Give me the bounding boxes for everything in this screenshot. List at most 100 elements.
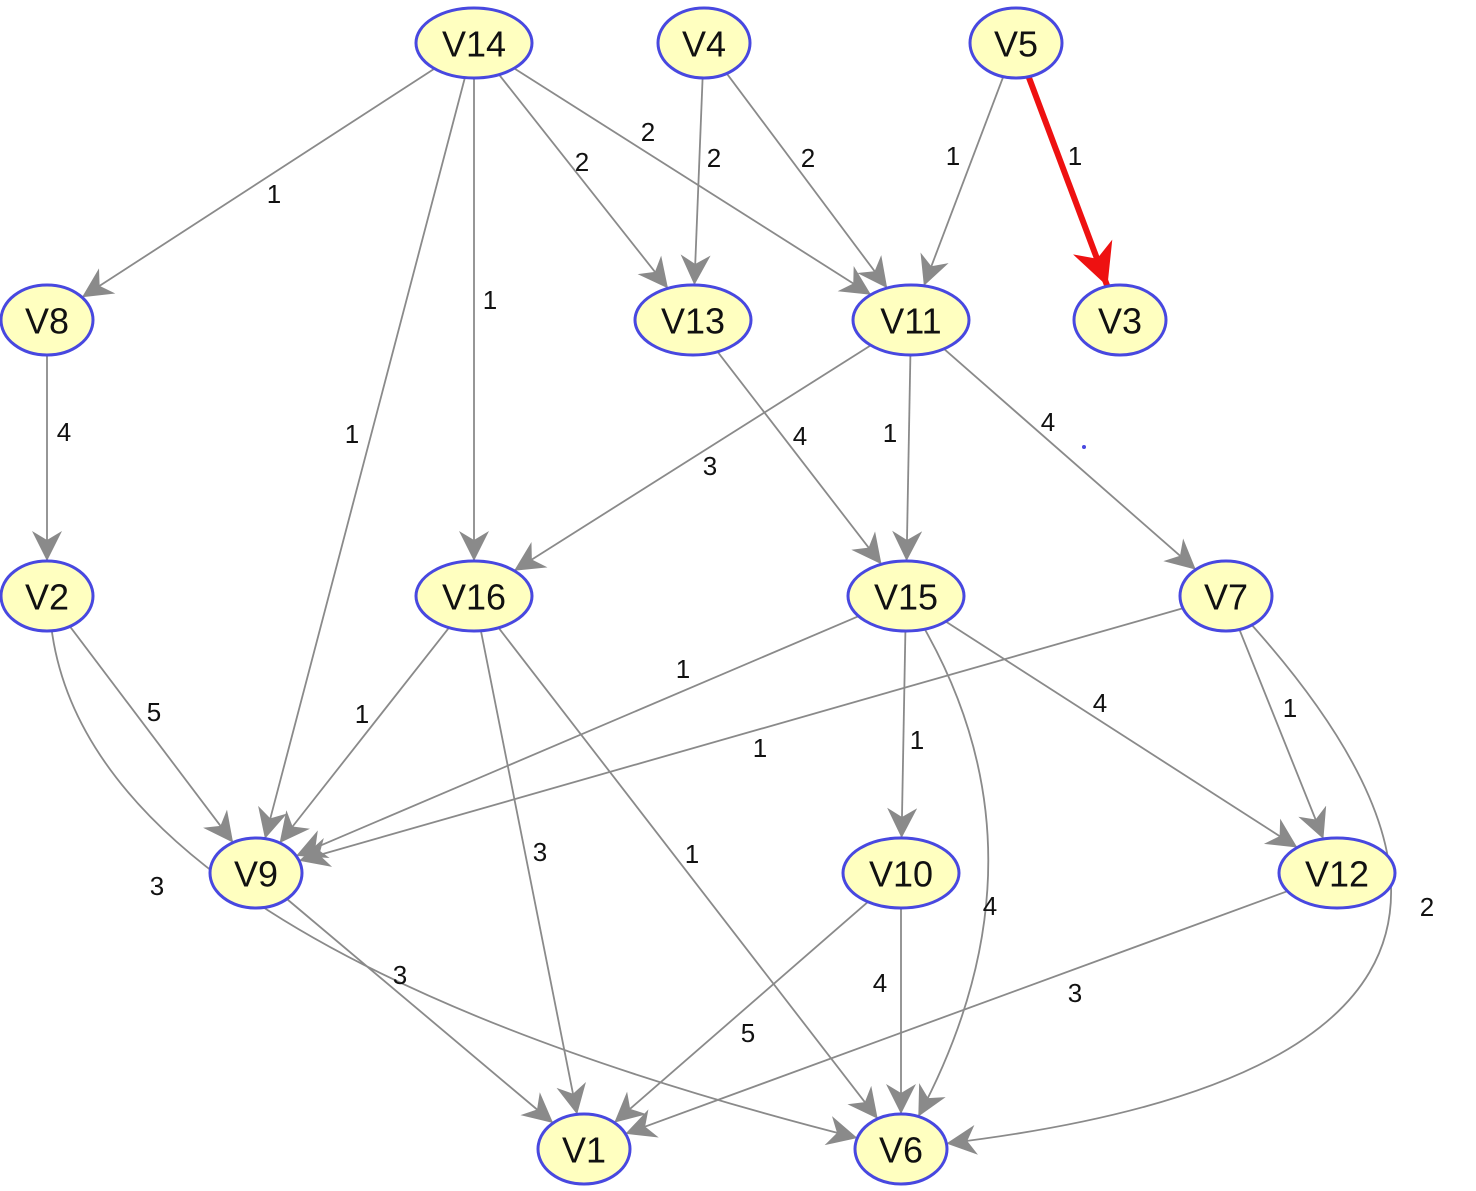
node-v12[interactable]: V12 [1277, 836, 1397, 910]
node-v8[interactable]: V8 [0, 283, 95, 357]
node-label: V16 [442, 577, 506, 618]
node-label: V6 [879, 1130, 923, 1171]
node-ellipse [1072, 283, 1168, 357]
edges-layer [32, 67, 1392, 1155]
edge-v11-v16 [513, 344, 872, 572]
edge-weight-label: 1 [685, 839, 699, 869]
stray-dot [1082, 445, 1086, 449]
edge-v7-v12 [1238, 629, 1327, 840]
edge-weight-label: 3 [703, 451, 717, 481]
node-ellipse [851, 283, 971, 357]
node-v2[interactable]: V2 [0, 559, 95, 633]
edge-v5-v3 [1025, 75, 1113, 288]
edge-v16-v9 [278, 627, 450, 844]
edge-v15-v9 [295, 615, 859, 858]
node-v3[interactable]: V3 [1072, 283, 1168, 357]
node-v6[interactable]: V6 [853, 1112, 949, 1186]
node-label: V1 [562, 1130, 606, 1171]
edge-weight-label: 2 [641, 117, 655, 147]
edge-weight-label: 4 [1093, 688, 1107, 718]
edge-weight-label: 4 [793, 421, 807, 451]
node-ellipse [536, 1112, 632, 1186]
node-v1[interactable]: V1 [536, 1112, 632, 1186]
edge-v9-v1 [286, 898, 554, 1124]
edge-v14-v13 [498, 74, 669, 289]
edge-v10-v1 [613, 901, 869, 1124]
node-v15[interactable]: V15 [846, 559, 966, 633]
node-ellipse [1277, 836, 1397, 910]
node-v9[interactable]: V9 [208, 836, 304, 910]
node-label: V12 [1305, 854, 1369, 895]
node-v13[interactable]: V13 [633, 283, 753, 357]
edge-v15-v6 [917, 628, 990, 1118]
edge-v4-v11 [725, 72, 888, 289]
edge-weight-label: 1 [1283, 693, 1297, 723]
node-v14[interactable]: V14 [414, 6, 534, 80]
node-label: V8 [25, 301, 69, 342]
edge-weight-label: 1 [345, 419, 359, 449]
node-ellipse [208, 836, 304, 910]
edge-weight-label: 4 [57, 417, 71, 447]
node-label: V10 [869, 854, 933, 895]
node-label: V11 [880, 301, 941, 342]
edge-v14-v8 [81, 67, 435, 299]
edge-weight-label: 1 [910, 725, 924, 755]
node-ellipse [633, 283, 753, 357]
node-label: V9 [234, 854, 278, 895]
edge-weight-label: 4 [1041, 407, 1055, 437]
node-v10[interactable]: V10 [841, 836, 961, 910]
edge-weight-label: 5 [741, 1018, 755, 1048]
edge-weight-label: 3 [533, 837, 547, 867]
node-v7[interactable]: V7 [1178, 559, 1274, 633]
edge-v15-v10 [887, 630, 918, 839]
edge-v14-v11 [513, 67, 872, 296]
edge-weight-label: 1 [483, 285, 497, 315]
edge-weight-label: 1 [753, 733, 767, 763]
node-label: V7 [1204, 577, 1248, 618]
node-ellipse [1178, 559, 1274, 633]
edge-weight-label: 1 [355, 699, 369, 729]
node-label: V3 [1098, 301, 1142, 342]
edge-v7-v9 [298, 607, 1184, 867]
node-label: V5 [994, 24, 1038, 65]
edge-v2-v6 [50, 630, 858, 1146]
node-label: V15 [874, 577, 938, 618]
edge-weight-label: 1 [1068, 141, 1082, 171]
edge-v2-v9 [69, 625, 234, 844]
edge-weight-label: 2 [707, 143, 721, 173]
node-ellipse [656, 6, 752, 80]
edge-weight-label: 2 [801, 143, 815, 173]
node-label: V13 [661, 301, 725, 342]
edge-v16-v1 [480, 630, 586, 1115]
node-v11[interactable]: V11 [851, 283, 971, 357]
node-ellipse [414, 559, 534, 633]
node-v4[interactable]: V4 [656, 6, 752, 80]
node-v5[interactable]: V5 [968, 6, 1064, 80]
node-ellipse [968, 6, 1064, 80]
node-ellipse [853, 1112, 949, 1186]
node-v16[interactable]: V16 [414, 559, 534, 633]
edge-v16-v6 [497, 627, 879, 1120]
edge-v7-v6 [946, 624, 1392, 1155]
edge-v11-v7 [943, 348, 1197, 571]
edge-weight-label: 5 [147, 697, 161, 727]
edge-weight-label: 4 [983, 891, 997, 921]
edge-v12-v1 [625, 890, 1288, 1138]
node-ellipse [841, 836, 961, 910]
node-ellipse [0, 559, 95, 633]
node-label: V4 [682, 24, 726, 65]
edge-weight-label: 3 [150, 871, 164, 901]
node-ellipse [846, 559, 966, 633]
edge-weight-label: 1 [946, 141, 960, 171]
edge-weight-label: 1 [267, 179, 281, 209]
edge-v4-v13 [680, 77, 711, 286]
edge-weight-label: 3 [1068, 978, 1082, 1008]
node-label: V2 [25, 577, 69, 618]
edge-weight-label: 2 [1420, 892, 1434, 922]
node-label: V14 [442, 24, 506, 65]
edge-weight-label: 2 [575, 147, 589, 177]
edge-weight-label: 3 [393, 960, 407, 990]
